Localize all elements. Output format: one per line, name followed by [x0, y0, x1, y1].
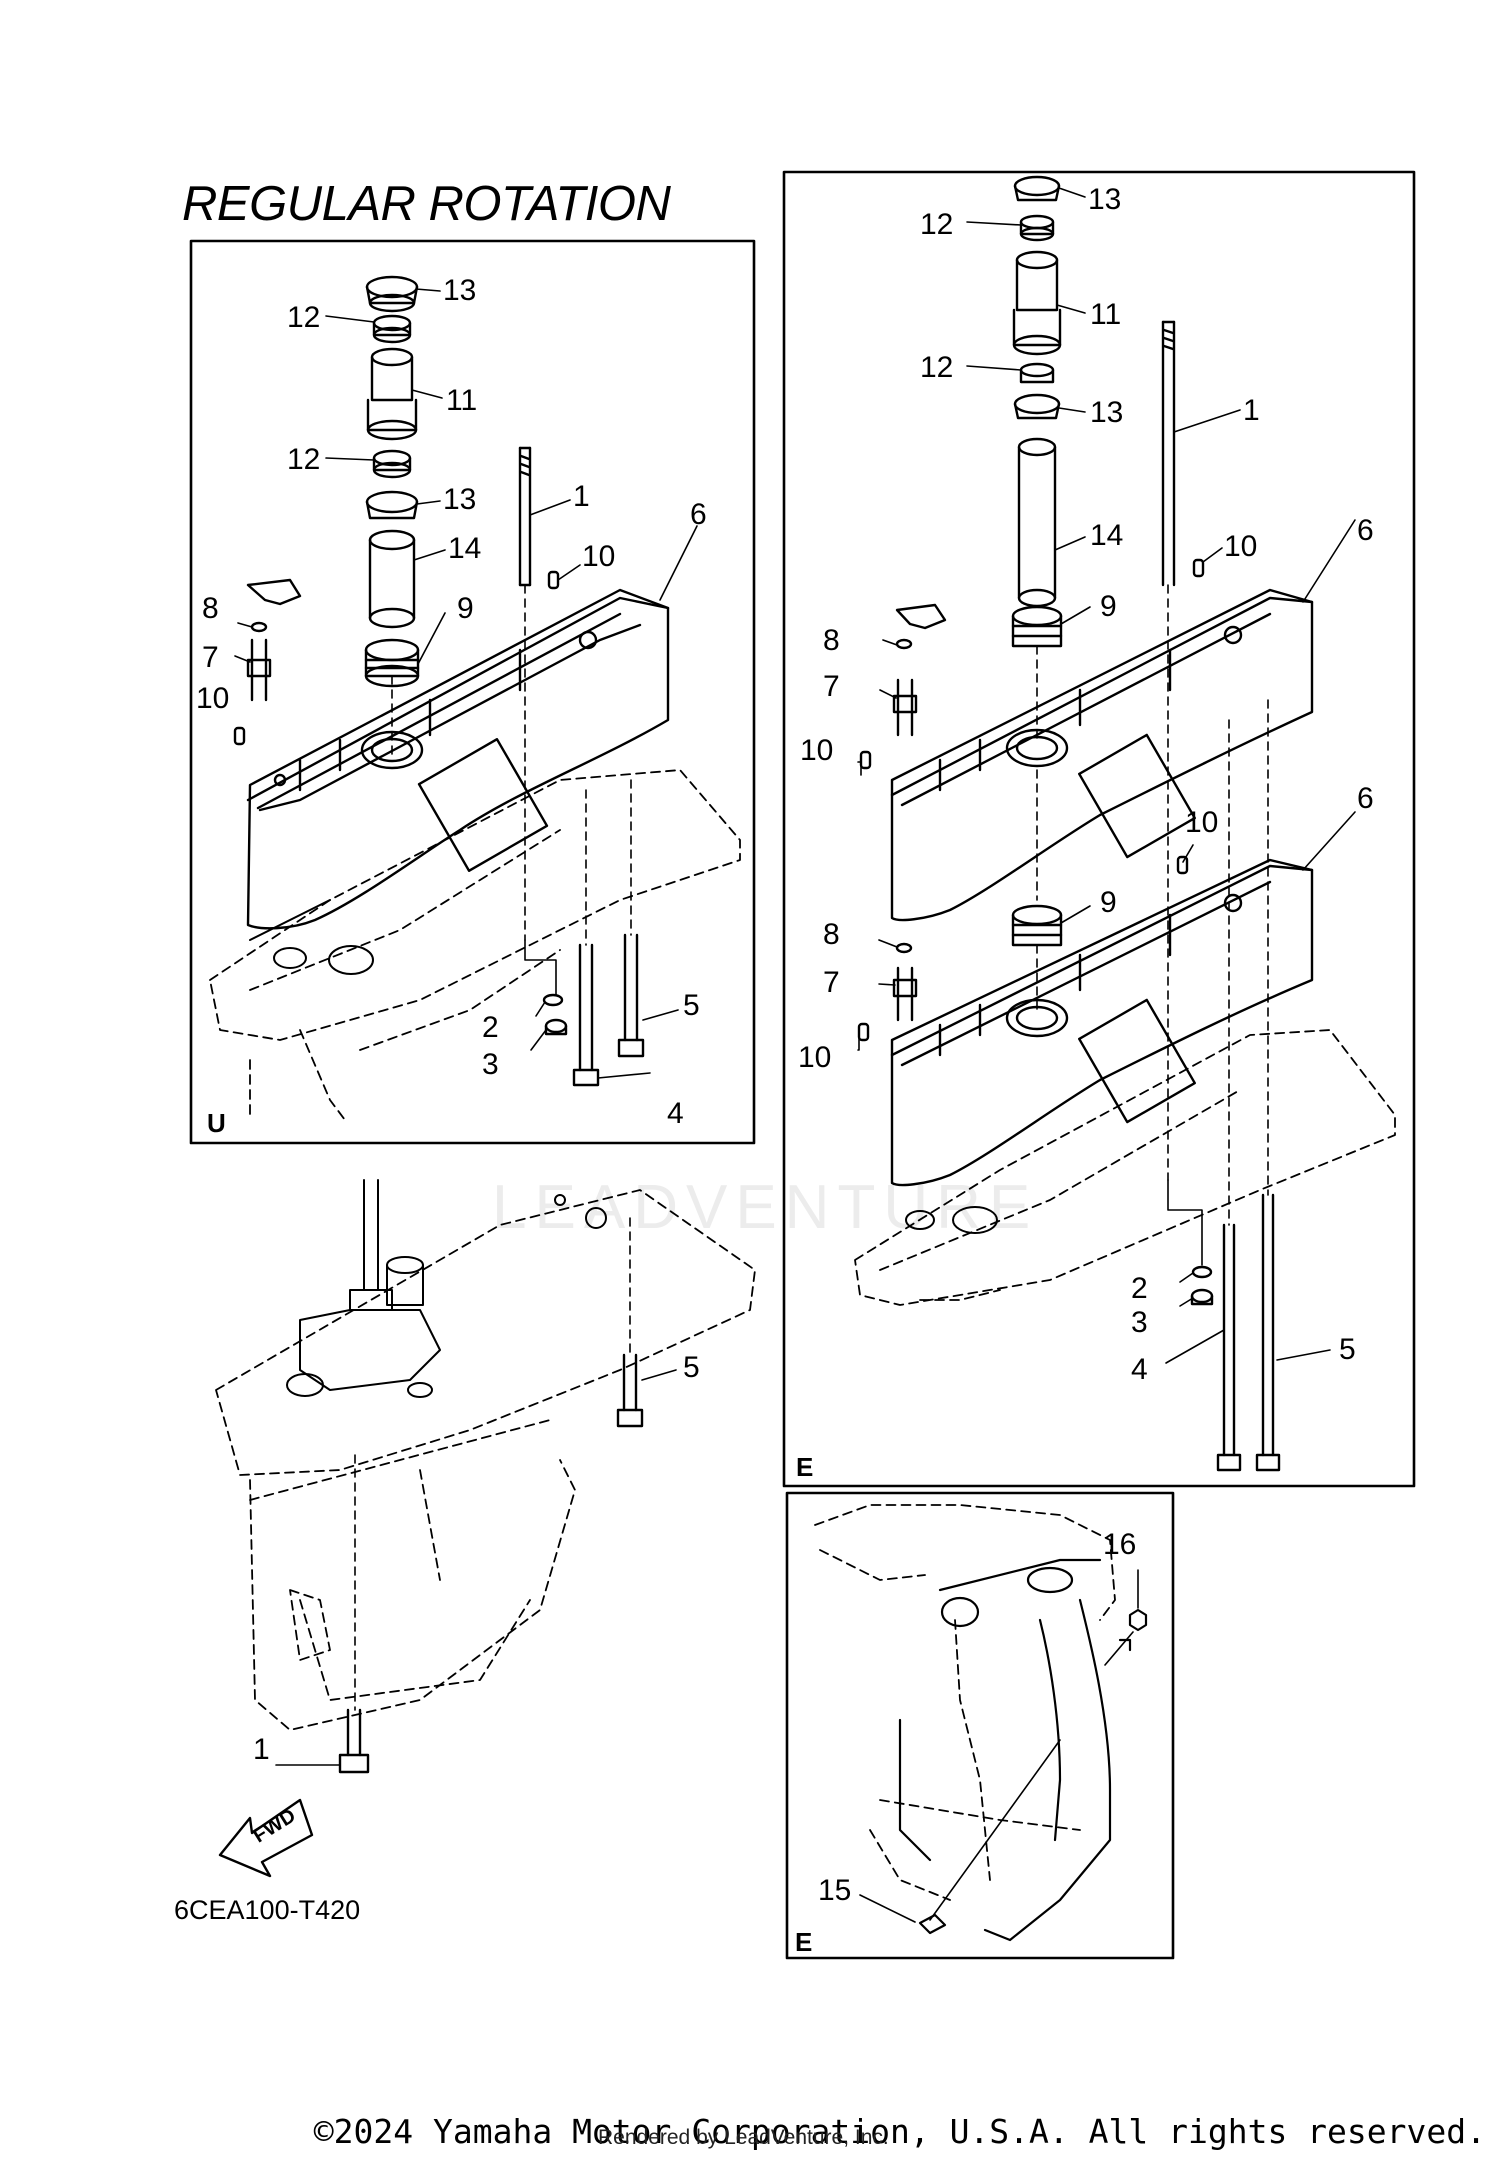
panel-u-parts [233, 275, 645, 1087]
callout-e-7-lower: 7 [823, 966, 840, 999]
callout-u-8: 8 [202, 592, 219, 625]
callout-e-14: 14 [1090, 519, 1124, 552]
panel-code-e-bottom: E [795, 1927, 813, 1957]
callout-u-5: 5 [683, 989, 700, 1022]
lower-case-parts [338, 1353, 644, 1774]
callout-u-12-lower: 12 [287, 443, 321, 476]
callout-u-10-left: 10 [196, 682, 230, 715]
callout-e-10-left-lower: 10 [798, 1041, 832, 1074]
panel-e-top-frame [782, 170, 1416, 1488]
callout-e-1: 1 [1243, 394, 1260, 427]
callout-e-8-lower: 8 [823, 918, 840, 951]
panel-e-assembly-lines [1036, 584, 1269, 1226]
panel-e-upper-casing-2 [890, 858, 1314, 1187]
callout-u-3: 3 [482, 1048, 499, 1081]
panel-u-leader-lines [234, 288, 698, 1079]
callout-u-2: 2 [482, 1011, 499, 1044]
callout-u-10-top: 10 [582, 540, 616, 573]
lower-case-outline [215, 1189, 756, 1731]
callout-u-6: 6 [690, 498, 707, 531]
callout-e-16: 16 [1103, 1528, 1137, 1561]
copyright-notice: ©2024 Yamaha Motor Corporation, U.S.A. A… [313, 2112, 1486, 2151]
panel-e-parts [857, 175, 1281, 1472]
callout-u-11: 11 [446, 384, 478, 417]
callout-e-10-top: 10 [1224, 530, 1258, 563]
lower-case-assembly-lines [354, 1217, 631, 1711]
panel-u-assembly-lines [391, 584, 632, 946]
panel-code-u: U [207, 1108, 226, 1138]
callout-e-12-top: 12 [920, 208, 954, 241]
callout-e-6-lower: 6 [1357, 782, 1374, 815]
panel-e-lower-case-solid [905, 1206, 998, 1234]
callout-e-13-lower: 13 [1090, 396, 1124, 429]
panel-e-bottom-frame [785, 1491, 1175, 1960]
callout-u-4: 4 [667, 1097, 684, 1130]
panel-e-lower-case-outline [854, 1029, 1396, 1306]
panel-e-bottom-bracket-solid [898, 1558, 1148, 1942]
callout-u-12-top: 12 [287, 301, 321, 334]
callout-e-9-lower: 9 [1100, 886, 1117, 919]
panel-u-upper-casing [246, 588, 670, 930]
lower-case-leader-lines [275, 1369, 677, 1766]
callout-u-14: 14 [448, 532, 482, 565]
page-title: REGULAR ROTATION [182, 177, 671, 231]
fwd-arrow-outline [218, 1798, 314, 1878]
panel-e-bottom-bracket-outline [814, 1504, 1116, 1901]
callout-e-15: 15 [818, 1874, 852, 1907]
callout-e-7-upper: 7 [823, 670, 840, 703]
callout-e-13-top: 13 [1088, 183, 1122, 216]
panel-e-upper-casing-1 [890, 588, 1314, 922]
callout-e-2: 2 [1131, 1272, 1148, 1305]
figure-code: 6CEA100-T420 [174, 1895, 361, 1925]
callout-case-1: 1 [253, 1733, 270, 1766]
callout-case-5: 5 [683, 1351, 700, 1384]
callout-u-1: 1 [573, 480, 590, 513]
callout-u-13-top: 13 [443, 274, 477, 307]
callout-e-11: 11 [1090, 298, 1122, 331]
panel-e-bottom-leader-lines [859, 1569, 1139, 1923]
panel-code-e-top: E [796, 1452, 814, 1482]
panel-u-lower-case-solid [249, 899, 374, 975]
callout-u-9: 9 [457, 592, 474, 625]
callout-e-5: 5 [1339, 1333, 1356, 1366]
callout-e-4: 4 [1131, 1353, 1148, 1386]
panel-u-lower-case-outline [209, 769, 741, 1121]
panel-u-frame [189, 239, 756, 1145]
watermark-text: LEADVENTURE [492, 1173, 1039, 1242]
callout-e-8-upper: 8 [823, 624, 840, 657]
callout-e-10-left-upper: 10 [800, 734, 834, 767]
callout-e-9-upper: 9 [1100, 590, 1117, 623]
callout-e-10-mid: 10 [1185, 806, 1219, 839]
callout-u-13-lower: 13 [443, 483, 477, 516]
callout-e-12-lower: 12 [920, 351, 954, 384]
rendered-by-notice: Rendered by LeadVenture, Inc. [598, 2126, 889, 2149]
callout-e-6-upper: 6 [1357, 514, 1374, 547]
callout-e-3: 3 [1131, 1306, 1148, 1339]
panel-e-leader-lines [857, 187, 1356, 1364]
callout-u-7: 7 [202, 641, 219, 674]
lower-case-solid [286, 1179, 607, 1398]
